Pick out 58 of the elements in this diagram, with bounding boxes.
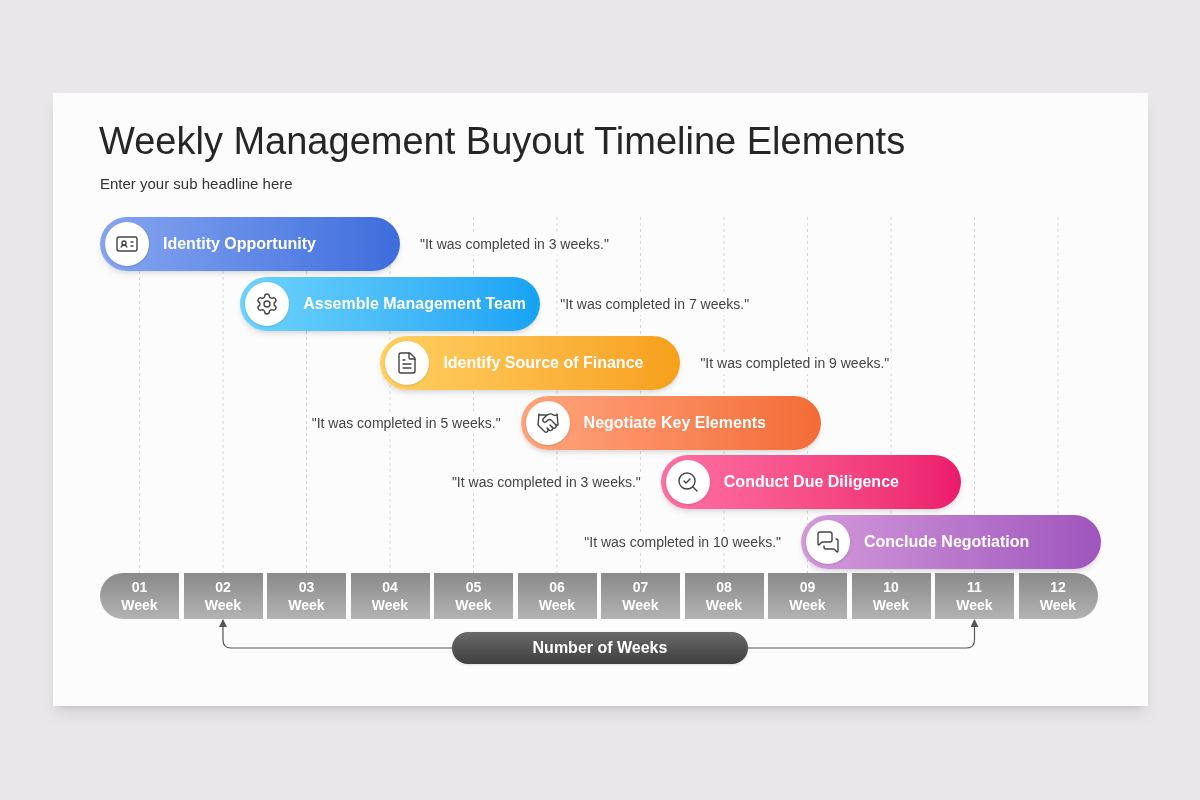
axis-title: Number of Weeks <box>532 638 668 658</box>
timeline-bar <box>380 336 681 390</box>
week-label: Week <box>1039 596 1077 614</box>
bar-label: Conduct Due Diligence <box>723 472 899 492</box>
timeline-bar <box>660 455 961 509</box>
week-label: Week <box>622 596 659 614</box>
week-label: Week <box>204 596 242 614</box>
completion-note: "It was completed in 7 weeks." <box>558 293 752 315</box>
bar-label: Assemble Management Team <box>303 293 527 314</box>
week-label: Week <box>872 596 910 614</box>
completion-note: "It was completed in 3 weeks." <box>449 472 643 493</box>
week-label: Week <box>455 596 492 614</box>
week-cell <box>684 573 764 619</box>
arrow <box>747 619 979 649</box>
bar-label: Conclude Negotiation <box>864 531 1030 552</box>
week-label: Week <box>121 596 158 614</box>
week-cell <box>434 573 513 619</box>
week-cell <box>267 573 346 619</box>
completion-note: "It was completed in 9 weeks." <box>698 353 892 374</box>
week-label: 08 <box>716 578 732 596</box>
timeline-bar <box>240 276 541 331</box>
week-label: 03 <box>298 578 315 596</box>
week-label: 04 <box>382 578 398 596</box>
timeline-bar <box>801 514 1101 569</box>
week-cell <box>851 573 931 619</box>
week-cell <box>601 573 680 619</box>
bar-label: Negotiate Key Elements <box>583 412 766 433</box>
week-label: 01 <box>131 578 148 596</box>
week-label: Week <box>705 596 743 614</box>
week-cell <box>1018 573 1098 619</box>
week-label: 06 <box>549 578 565 596</box>
title: Weekly Management Buyout Timeline Elements <box>99 119 906 164</box>
week-cell <box>183 573 263 619</box>
week-cell <box>768 573 847 619</box>
arrow <box>219 619 453 649</box>
week-label: 09 <box>799 578 816 596</box>
timeline-bar <box>520 395 821 450</box>
week-label: 12 <box>1050 578 1066 596</box>
bar-label: Identity Opportunity <box>163 234 316 254</box>
week-label: 05 <box>465 578 482 596</box>
week-label: Week <box>288 596 325 614</box>
week-label: Week <box>371 596 409 614</box>
week-label: 11 <box>967 578 982 596</box>
week-label: Week <box>789 596 826 614</box>
week-label: Week <box>538 596 576 614</box>
week-cell <box>350 573 430 619</box>
subtitle: Enter your sub headline here <box>100 174 293 194</box>
week-cell <box>100 573 179 619</box>
week-label: 10 <box>883 578 899 596</box>
week-cell <box>517 573 597 619</box>
week-label: Week <box>956 596 993 614</box>
week-label: 07 <box>632 578 649 596</box>
week-label: 02 <box>215 578 231 596</box>
pill-label <box>452 632 748 664</box>
bar-label: Identify Source of Finance <box>443 353 644 373</box>
timeline-bar <box>100 217 400 271</box>
completion-note: "It was completed in 3 weeks." <box>418 234 611 255</box>
week-cell <box>935 573 1014 619</box>
